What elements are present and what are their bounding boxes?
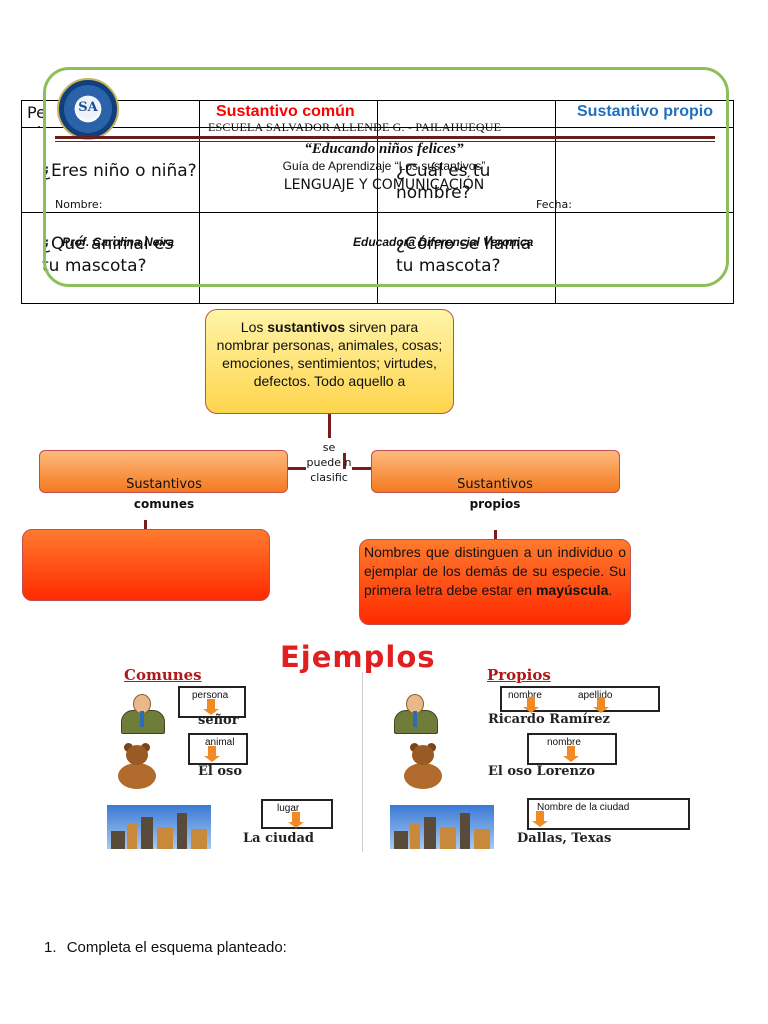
common-nouns-subtitle: comunes — [133, 497, 195, 511]
proper-definition-box — [359, 539, 631, 625]
cut-text: Pe — [27, 103, 46, 122]
question-name: ¿Cuál es tu nombre? — [396, 161, 491, 203]
school-name: ESCUELA SALVADOR ALLENDE G. - PAILAHUEQU… — [208, 120, 502, 134]
connector-label: se puede n clasific — [306, 441, 352, 484]
man-icon — [117, 692, 167, 734]
answer-cell[interactable] — [555, 212, 734, 304]
header-rule — [55, 136, 715, 139]
proper-definition-text: Nombres que distinguen a un individuo o … — [364, 544, 626, 598]
logo-monogram: SA — [76, 96, 100, 120]
examples-divider — [362, 672, 363, 852]
connector-line — [144, 520, 147, 530]
arrow-down-icon — [288, 812, 304, 828]
cut-text: ol — [27, 123, 41, 127]
date-label: Fecha: — [536, 198, 572, 211]
common-nouns-box — [39, 450, 288, 493]
example-tag: animal — [188, 733, 248, 765]
common-noun-header: Sustantivo común — [199, 100, 378, 128]
city-skyline-icon — [107, 805, 211, 849]
common-nouns-title: Sustantivos — [126, 477, 202, 492]
proper-examples-heading: Propios — [487, 666, 551, 684]
task-number: 1. — [44, 939, 57, 956]
arrow-down-icon — [203, 699, 219, 715]
example-word: El oso Lorenzo — [488, 764, 595, 779]
arrow-down-icon — [563, 746, 579, 762]
connector-line — [288, 467, 306, 470]
task-instruction: 1. Completa el esquema planteado: — [44, 939, 287, 956]
example-word: La ciudad — [243, 831, 314, 846]
arrow-down-icon — [204, 746, 220, 762]
definition-keyword: sustantivos — [267, 319, 346, 335]
teddy-bear-icon — [112, 743, 162, 789]
question-cell: ¿Cómo se llama tu mascota? — [377, 212, 556, 304]
school-header-frame — [43, 67, 729, 287]
school-logo-icon: SA — [57, 78, 119, 140]
question-pet-name: ¿Cómo se llama tu mascota? — [396, 234, 532, 276]
proper-nouns-title: Sustantivos — [457, 477, 533, 492]
educator-name: Educadora Diferencial Veronica — [353, 235, 534, 249]
connector-line — [343, 453, 346, 469]
common-definition-box[interactable] — [22, 529, 270, 601]
example-tag: Nombre de la ciudad — [527, 798, 690, 830]
teacher-name: Prof. Carolina Neira — [62, 235, 175, 249]
definition-text: Los — [240, 319, 268, 335]
answer-cell[interactable] — [199, 212, 378, 304]
subject-title: LENGUAJE Y COMUNICACIÓN — [283, 177, 485, 193]
definition-box: Los sustantivos sirven para nombrar pers… — [205, 309, 454, 414]
definition-text: sirven para nombrar personas, animales, … — [216, 319, 443, 389]
arrow-down-icon — [523, 697, 539, 713]
example-word: señor — [198, 713, 239, 728]
example-tag: lugar — [261, 799, 333, 829]
school-motto: “Educando niños felices” — [304, 141, 464, 157]
connector-line — [352, 467, 371, 470]
arrow-down-icon — [593, 697, 609, 713]
teddy-bear-icon — [398, 743, 448, 789]
example-word: El oso — [198, 764, 243, 779]
example-word: Ricardo Ramírez — [488, 712, 610, 727]
proper-nouns-subtitle: propios — [469, 497, 521, 511]
man-icon — [390, 692, 440, 734]
common-examples-heading: Comunes — [124, 666, 202, 684]
proper-nouns-box — [371, 450, 620, 493]
example-word: Dallas, Texas — [517, 831, 612, 846]
question-cell: ¿Qué animal es tu mascota? — [21, 212, 200, 304]
connector-line — [494, 530, 497, 540]
connector-line — [328, 414, 331, 438]
task-text: Completa el esquema planteado: — [66, 939, 287, 956]
examples-title: Ejemplos — [280, 640, 436, 674]
arrow-down-icon — [532, 811, 548, 827]
city-skyline-icon — [390, 805, 494, 849]
header-rule-thin — [55, 141, 715, 142]
guide-title: Guía de Aprendizaje “Los sustantivos” — [282, 159, 486, 173]
question-gender: ¿Eres niño o niña? — [42, 161, 197, 181]
name-label: Nombre: — [55, 198, 103, 211]
